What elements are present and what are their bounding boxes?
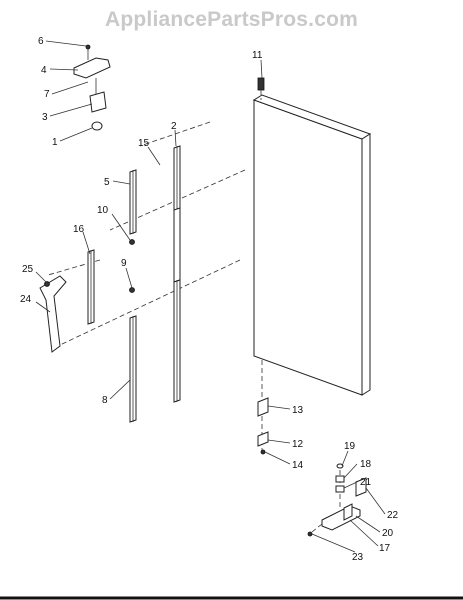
callout-25: 25 <box>22 264 34 275</box>
bottom-hinge-pins <box>257 397 269 455</box>
top-hinge-assembly <box>73 44 111 131</box>
callout-11: 11 <box>252 50 263 61</box>
callout-13: 13 <box>292 405 304 416</box>
callout-12: 12 <box>292 439 304 450</box>
callout-23: 23 <box>352 552 364 563</box>
callout-2: 2 <box>171 121 177 132</box>
bottom-hinge-bracket <box>307 463 367 537</box>
alignment-lines <box>47 121 263 450</box>
callout-9: 9 <box>121 258 127 269</box>
callout-7: 7 <box>44 89 50 100</box>
callout-16: 16 <box>73 224 85 235</box>
callout-20: 20 <box>382 528 394 539</box>
callout-5: 5 <box>104 177 110 188</box>
callout-15: 15 <box>138 138 150 149</box>
upper-trim-strip <box>129 145 181 235</box>
callout-14: 14 <box>292 460 304 471</box>
lower-trim-strip <box>129 279 181 423</box>
callout-19: 19 <box>344 441 356 452</box>
watermark: AppliancePartsPros.com <box>105 8 358 31</box>
callout-21: 21 <box>360 477 372 488</box>
leader-lines <box>35 40 386 553</box>
callout-8: 8 <box>102 395 108 406</box>
middle-trim-strip <box>87 207 181 325</box>
callout-labels: 6 4 7 3 1 2 15 5 10 16 9 25 24 8 11 13 1… <box>20 36 399 563</box>
callout-22: 22 <box>387 510 399 521</box>
door-handle <box>39 275 67 353</box>
callout-4: 4 <box>41 65 47 76</box>
callout-24: 24 <box>20 294 32 305</box>
callout-6: 6 <box>38 36 44 47</box>
callout-18: 18 <box>360 459 372 470</box>
callout-3: 3 <box>42 112 48 123</box>
part-11-spring <box>257 77 265 100</box>
door-panel <box>252 94 372 396</box>
callout-17: 17 <box>379 543 391 554</box>
callout-10: 10 <box>97 205 109 216</box>
callout-1: 1 <box>52 137 58 148</box>
